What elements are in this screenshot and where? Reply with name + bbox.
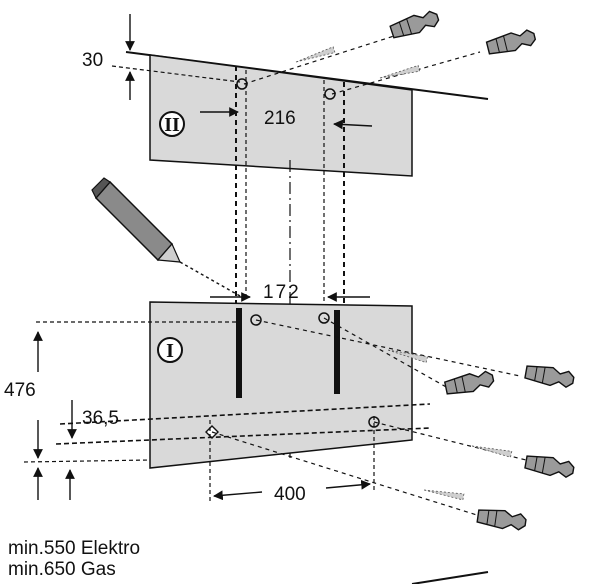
wall-plug-icon [388,7,576,533]
lower-plate-badge [157,337,183,363]
slot-left [236,308,242,398]
lower-hole-right [318,312,330,324]
lower-plate: I [149,301,413,469]
upper-hole-right [324,88,336,100]
note-electric: min.550 Elektro [8,538,141,559]
dim-height-total: 476 [4,380,36,401]
pencil-icon [91,177,241,297]
slot-right [334,310,340,394]
upper-plate-badge [159,111,185,137]
lower-plate-label: I [166,340,174,362]
dim-bottom-spacing: 400 [274,484,306,505]
dim-upper-spacing: 216 [264,108,296,129]
dim-top-offset: 30 [82,50,103,71]
upper-plate: II [149,54,413,177]
upper-plate-label: II [164,114,180,136]
note-gas: min.650 Gas [8,559,116,580]
lower-hole-left [250,314,262,326]
minimum-clearance-notes: min.550 Elektro min.650 Gas [8,538,140,580]
dim-lower-offset: 36,5 [82,408,119,429]
dim-lower-spacing: 172 [263,282,301,303]
